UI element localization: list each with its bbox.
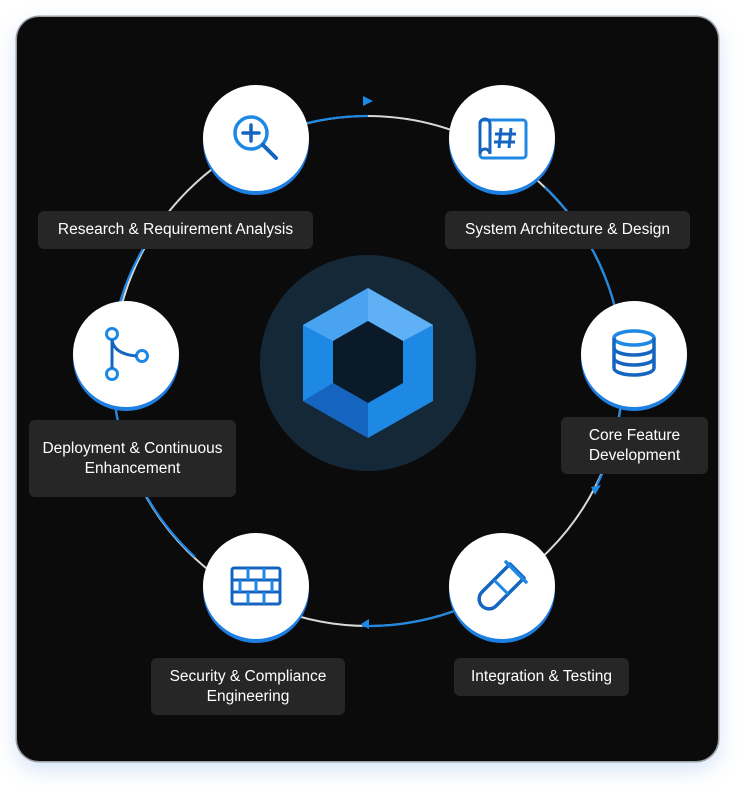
step-node-security xyxy=(203,533,309,639)
firewall-icon xyxy=(230,566,282,606)
step-node-architecture xyxy=(449,85,555,191)
step-label-deployment: Deployment & Continuous Enhancement xyxy=(29,420,236,497)
git-branch-icon xyxy=(105,327,149,381)
process-diagram-card: Research & Requirement Analysis System A… xyxy=(17,17,718,761)
step-label-core-feature: Core Feature Development xyxy=(561,417,708,474)
blueprint-icon xyxy=(478,117,528,160)
step-label-security: Security & Compliance Engineering xyxy=(151,658,345,715)
hexagon-logo-icon xyxy=(303,288,433,438)
step-node-research xyxy=(203,85,309,191)
step-node-deployment xyxy=(73,301,179,407)
center-hub xyxy=(260,255,476,471)
test-tube-icon xyxy=(477,560,528,611)
database-icon xyxy=(612,329,656,377)
magnify-plus-icon xyxy=(233,115,278,160)
step-node-core-feature xyxy=(581,301,687,407)
step-label-integration: Integration & Testing xyxy=(454,658,629,696)
step-label-architecture: System Architecture & Design xyxy=(445,211,690,249)
step-node-integration xyxy=(449,533,555,639)
step-label-research: Research & Requirement Analysis xyxy=(38,211,313,249)
